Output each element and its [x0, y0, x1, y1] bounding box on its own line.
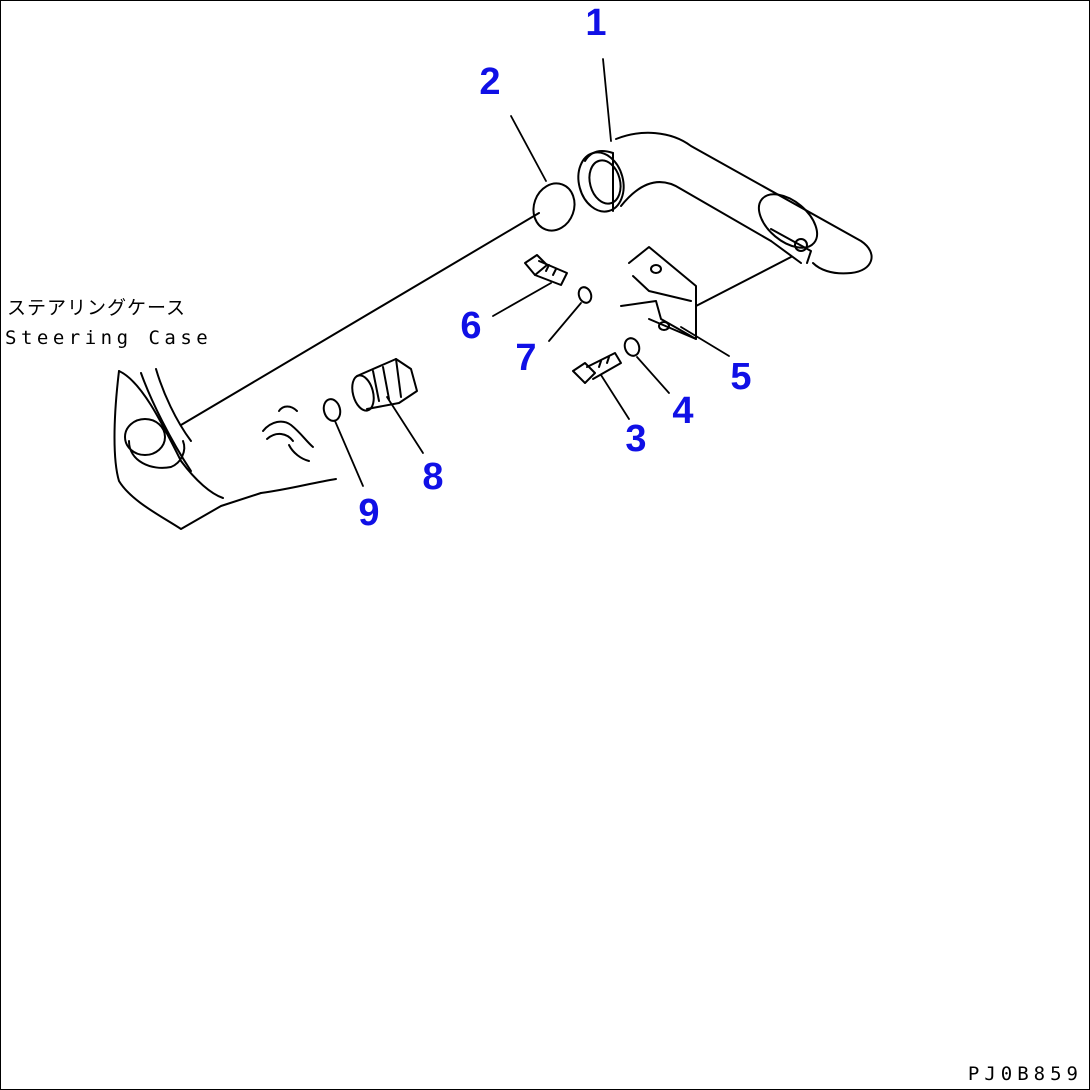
steering-case-outline [113, 368, 337, 530]
guide-line-case-to-cap [180, 212, 540, 426]
callout-2: 2 [479, 61, 501, 103]
steering-case-label-jp: ステアリングケース [7, 297, 187, 319]
part-8-plug-shape [351, 358, 418, 412]
steering-case-label-en: Steering Case [5, 327, 213, 349]
leader-lines [334, 58, 730, 487]
callout-9: 9 [358, 492, 380, 534]
callout-8: 8 [422, 456, 444, 498]
callout-1: 1 [585, 2, 607, 44]
part-7-washer-shape [577, 286, 593, 304]
part-1-pipe-shape [577, 131, 873, 275]
part-3-bolt-shape [572, 352, 622, 384]
case-port-boss [262, 405, 314, 462]
callout-5: 5 [730, 356, 752, 398]
part-6-bolt-shape [524, 254, 568, 286]
callout-3: 3 [625, 418, 647, 460]
part-9-oring-shape [322, 398, 342, 422]
part-5-bracket-shape [620, 246, 792, 340]
callout-6: 6 [460, 305, 482, 347]
callout-4: 4 [672, 390, 694, 432]
part-4-nut-shape [623, 337, 641, 357]
drawing-code: PJ0B859 [967, 1063, 1083, 1085]
part-2-cap-shape [532, 182, 576, 232]
callout-7: 7 [515, 337, 537, 379]
